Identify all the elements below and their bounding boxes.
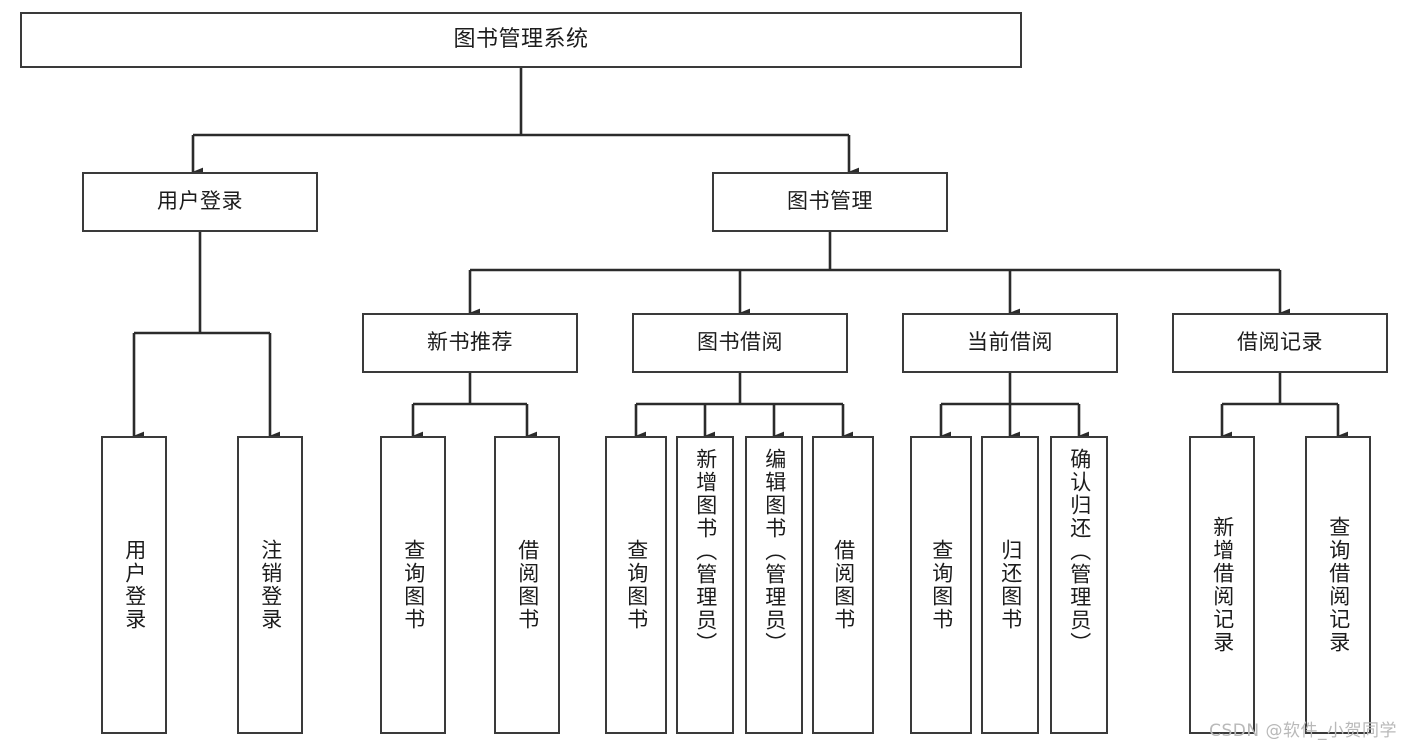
node-label: 图书管理 (787, 189, 873, 214)
node-book-borrow[interactable]: 图书借阅 (632, 313, 848, 373)
node-label: 用户登录 (122, 539, 147, 631)
leaf-new-book-query[interactable]: 查询图书 (380, 436, 446, 734)
node-label: 借阅图书 (831, 539, 856, 631)
leaf-borrow-add-book-admin[interactable]: 新增图书（管理员） (676, 436, 734, 734)
leaf-user-login-signin[interactable]: 用户登录 (101, 436, 167, 734)
node-current-borrow[interactable]: 当前借阅 (902, 313, 1118, 373)
leaf-current-confirm-return-admin[interactable]: 确认归还（管理员） (1050, 436, 1108, 734)
node-borrow-record[interactable]: 借阅记录 (1172, 313, 1388, 373)
leaf-borrow-query-book[interactable]: 查询图书 (605, 436, 667, 734)
node-root-library-system[interactable]: 图书管理系统 (20, 12, 1022, 68)
node-label: 借阅图书 (515, 539, 540, 631)
leaf-current-return-book[interactable]: 归还图书 (981, 436, 1039, 734)
node-label: 图书管理系统 (453, 26, 589, 52)
node-label: 图书借阅 (697, 330, 783, 355)
node-label: 借阅记录 (1237, 330, 1323, 355)
node-label: 注销登录 (258, 539, 283, 631)
node-label: 查询图书 (401, 539, 426, 631)
leaf-record-add-borrow-record[interactable]: 新增借阅记录 (1189, 436, 1255, 734)
leaf-borrow-edit-book-admin[interactable]: 编辑图书（管理员） (745, 436, 803, 734)
csdn-watermark: CSDN @软件_小贺同学 (1209, 721, 1397, 741)
leaf-borrow-borrow-book[interactable]: 借阅图书 (812, 436, 874, 734)
node-label: 新增借阅记录 (1210, 516, 1235, 654)
leaf-new-book-borrow[interactable]: 借阅图书 (494, 436, 560, 734)
node-label: 归还图书 (998, 539, 1023, 631)
node-new-book-recommend[interactable]: 新书推荐 (362, 313, 578, 373)
leaf-record-query-borrow-record[interactable]: 查询借阅记录 (1305, 436, 1371, 734)
node-label: 新增图书（管理员） (693, 448, 718, 655)
leaf-current-query-book[interactable]: 查询图书 (910, 436, 972, 734)
node-label: 查询借阅记录 (1326, 516, 1351, 654)
node-label: 确认归还（管理员） (1067, 448, 1092, 655)
leaf-user-login-signout[interactable]: 注销登录 (237, 436, 303, 734)
node-label: 查询图书 (624, 539, 649, 631)
node-label: 当前借阅 (967, 330, 1053, 355)
node-label: 用户登录 (157, 189, 243, 214)
node-label: 新书推荐 (427, 330, 513, 355)
node-book-management[interactable]: 图书管理 (712, 172, 948, 232)
node-label: 编辑图书（管理员） (762, 448, 787, 655)
node-user-login[interactable]: 用户登录 (82, 172, 318, 232)
node-label: 查询图书 (929, 539, 954, 631)
